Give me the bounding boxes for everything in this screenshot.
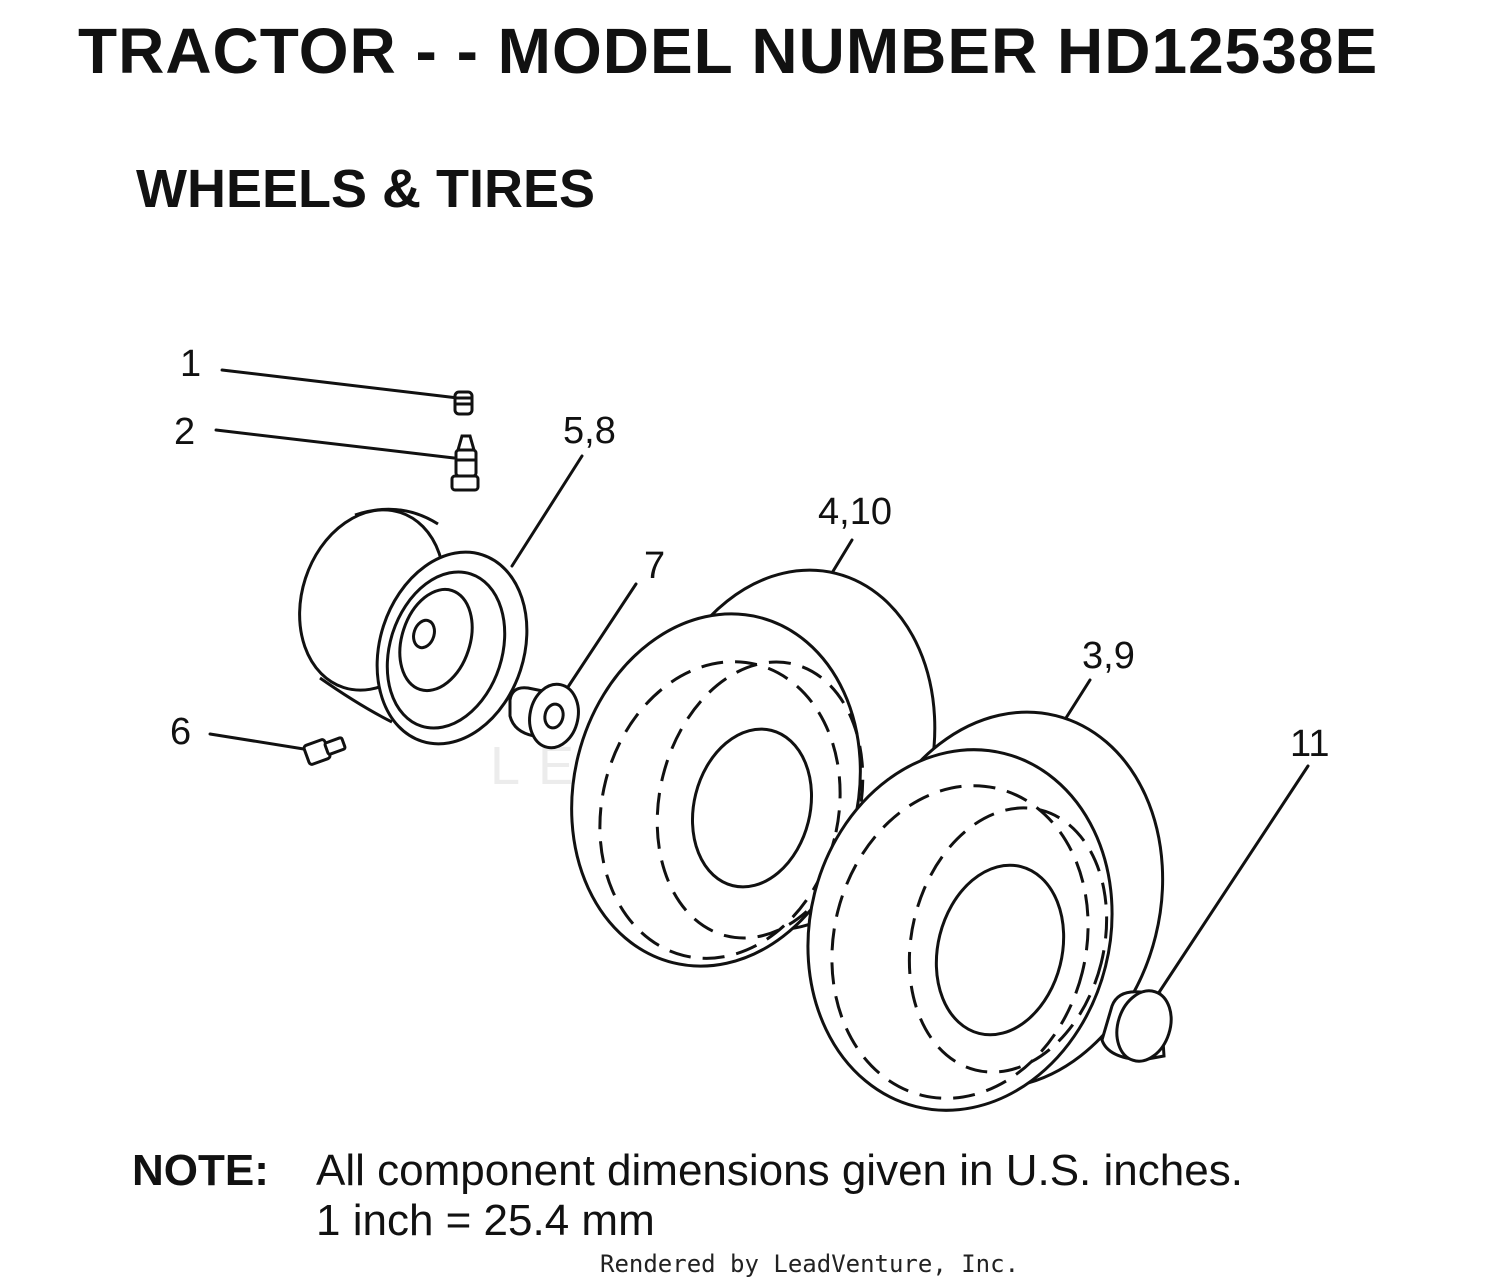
page-title: TRACTOR - - MODEL NUMBER HD12538E bbox=[78, 15, 1379, 87]
fitting-icon bbox=[302, 736, 347, 766]
leader-line-5-8 bbox=[510, 454, 584, 568]
callout-1[interactable]: 1 bbox=[180, 343, 201, 385]
leader-line-1 bbox=[220, 368, 460, 400]
callout-4-10[interactable]: 4,10 bbox=[818, 491, 892, 533]
callout-6[interactable]: 6 bbox=[170, 711, 191, 753]
valve-cap-icon bbox=[453, 390, 474, 416]
note-label: NOTE: bbox=[132, 1146, 269, 1195]
callout-3-9[interactable]: 3,9 bbox=[1082, 635, 1135, 677]
callout-7[interactable]: 7 bbox=[644, 545, 665, 587]
rim-icon bbox=[298, 507, 529, 746]
valve-stem-icon bbox=[450, 434, 480, 492]
leader-line-2 bbox=[214, 428, 456, 460]
note-line-1: All component dimensions given in U.S. i… bbox=[316, 1146, 1243, 1195]
leader-line-7 bbox=[564, 582, 638, 692]
callout-11[interactable]: 11 bbox=[1290, 723, 1329, 765]
hub-cap-icon bbox=[1100, 989, 1173, 1063]
callout-2[interactable]: 2 bbox=[174, 411, 195, 453]
footer-credit: Rendered by LeadVenture, Inc. bbox=[600, 1250, 1020, 1278]
leader-line-6 bbox=[208, 732, 312, 752]
callout-5-8[interactable]: 5,8 bbox=[563, 410, 616, 452]
rear-tire-icon bbox=[806, 710, 1165, 1112]
bushing-icon bbox=[508, 682, 580, 750]
leader-line-11 bbox=[1152, 764, 1310, 1002]
section-subtitle: WHEELS & TIRES bbox=[136, 159, 596, 219]
note-line-2: 1 inch = 25.4 mm bbox=[316, 1196, 655, 1245]
